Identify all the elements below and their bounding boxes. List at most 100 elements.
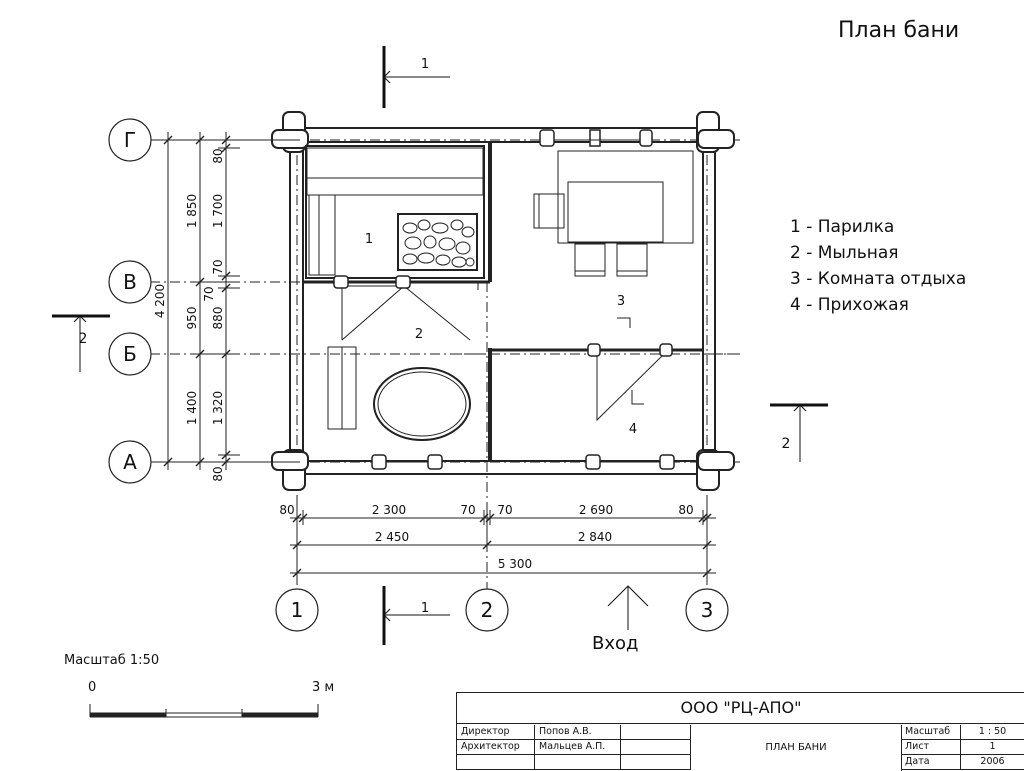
dim-extra-70: 70 <box>202 286 216 301</box>
stamp-architect-sign <box>621 740 691 755</box>
axis-bubble-3 <box>685 588 729 632</box>
dim-mid-1: 1 850 <box>185 194 199 228</box>
legend-item: 1 - Парилка <box>790 217 895 237</box>
stamp-sheet-value: 1 <box>961 740 1024 755</box>
stamp-architect-role: Архитектор <box>457 740 535 755</box>
stamp-director-name: Попов А.В. <box>535 725 621 740</box>
axis-bubble-B <box>108 332 152 376</box>
entry-label: Вход <box>592 633 639 654</box>
dim-mid-2: 950 <box>185 307 199 330</box>
elevation-mark-4 <box>631 390 644 405</box>
dim-inner-5: 1 320 <box>211 391 225 425</box>
inner-wall <box>302 141 704 462</box>
dim-b1-4: 70 <box>497 503 512 517</box>
bench-mid <box>306 177 484 196</box>
wash-tub <box>373 367 471 441</box>
dim-b3-1: 5 300 <box>498 557 532 571</box>
section-marks <box>52 46 828 645</box>
dim-b1-6: 80 <box>678 503 693 517</box>
axis-bubble-1 <box>275 588 319 632</box>
dim-b1-5: 2 690 <box>579 503 613 517</box>
chair-left <box>533 193 565 229</box>
door-swing-3 <box>596 355 663 422</box>
axis-label-1: 1 <box>291 598 304 622</box>
dim-inner-3: 70 <box>211 259 225 274</box>
axis-bubble-2 <box>465 588 509 632</box>
axis-label-B: Б <box>123 342 137 366</box>
stamp-sheet-label: Лист <box>901 740 961 755</box>
scale-end: 3 м <box>312 680 335 695</box>
stamp-sheet-title: ПЛАН БАНИ <box>691 725 902 771</box>
scale-bar <box>89 704 319 718</box>
room-number-3: 3 <box>617 294 625 309</box>
bench-top <box>306 147 484 179</box>
corner-log-sw-h <box>271 451 309 471</box>
dim-b2-1: 2 450 <box>375 530 409 544</box>
stove-stones <box>402 219 475 268</box>
room-number-2: 2 <box>415 327 423 342</box>
section-label-right: 2 <box>782 436 791 452</box>
outer-wall <box>289 127 716 475</box>
corner-log-se-h <box>697 451 735 471</box>
stamp-scale-label: Масштаб <box>901 725 961 740</box>
chair-1 <box>574 243 606 277</box>
door-swing-2 <box>403 285 471 341</box>
room-number-4: 4 <box>629 422 637 437</box>
axis-label-V: В <box>123 270 137 294</box>
stamp-director-role: Директор <box>457 725 535 740</box>
scale-start: 0 <box>88 680 97 695</box>
title-block: ООО "РЦ-АПО" Директор Попов А.В. Архитек… <box>456 692 1024 771</box>
bench-side <box>308 194 336 276</box>
legend-item: 2 - Мыльная <box>790 243 899 263</box>
drawing-title: План бани <box>838 18 960 43</box>
axis-bubble-V <box>108 260 152 304</box>
axis-label-G: Г <box>124 128 136 152</box>
dim-lines-bottom <box>290 505 716 580</box>
dim-inner-1: 80 <box>211 148 225 163</box>
room-number-1: 1 <box>365 232 373 247</box>
section-label-top: 1 <box>421 57 429 72</box>
axis-label-3: 3 <box>701 598 714 622</box>
scale-label: Масштаб 1:50 <box>64 653 160 668</box>
stamp-empty-2 <box>535 755 621 770</box>
dim-b1-2: 2 300 <box>372 503 406 517</box>
stamp-date-label: Дата <box>901 755 961 770</box>
stamp-date-value: 2006 <box>961 755 1024 770</box>
stamp-architect-name: Мальцев А.П. <box>535 740 621 755</box>
title-block-org: ООО "РЦ-АПО" <box>457 693 1024 724</box>
dim-inner-6: 80 <box>211 466 225 481</box>
dim-mid-3: 1 400 <box>185 391 199 425</box>
axis-bubble-G <box>108 118 152 162</box>
sofa <box>557 150 694 244</box>
elevation-mark-3 <box>617 317 631 328</box>
dim-b1-3: 70 <box>460 503 475 517</box>
dim-total-height: 4 200 <box>153 284 167 318</box>
dim-inner-4: 880 <box>211 307 225 330</box>
room-1-parilka <box>305 145 485 279</box>
axis-label-A: А <box>123 450 137 474</box>
corner-log-ne-h <box>697 129 735 149</box>
table <box>567 181 664 243</box>
dim-b2-2: 2 840 <box>578 530 612 544</box>
section-label-bottom: 1 <box>421 601 429 616</box>
stove <box>397 213 478 271</box>
stamp-empty-3 <box>621 755 691 770</box>
axis-bubble-A <box>108 440 152 484</box>
legend-item: 4 - Прихожая <box>790 295 909 315</box>
chair-2 <box>616 243 648 277</box>
dim-b1-1: 80 <box>279 503 294 517</box>
corner-log-nw-h <box>271 129 309 149</box>
legend-item: 3 - Комната отдыха <box>790 269 967 289</box>
dim-inner-2: 1 700 <box>211 194 225 228</box>
windows <box>333 129 675 470</box>
room-legend: 1 - Парилка 2 - Мыльная 3 - Комната отды… <box>790 214 966 318</box>
section-label-left: 2 <box>79 331 88 347</box>
stamp-scale-value: 1 : 50 <box>961 725 1024 740</box>
dim-lines-left <box>160 132 300 470</box>
stamp-director-sign <box>621 725 691 740</box>
wash-tub-inner <box>377 371 467 437</box>
stamp-empty-1 <box>457 755 535 770</box>
axis-label-2: 2 <box>481 598 494 622</box>
bench-side-inner <box>318 194 336 276</box>
